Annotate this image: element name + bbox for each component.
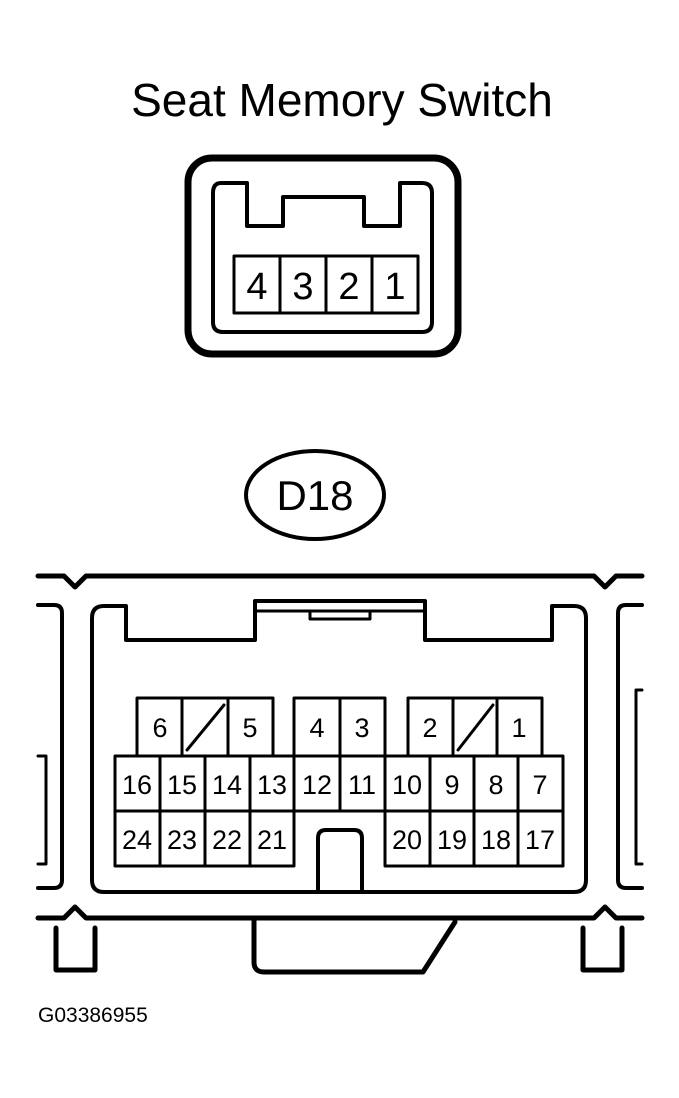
switch-pin-label: 3 — [292, 266, 313, 308]
d18-connector: 6 5 4 3 2 1 16 15 14 13 12 11 10 9 8 7 2… — [35, 573, 645, 975]
pin-label: 9 — [444, 770, 459, 800]
pin-label: 23 — [167, 825, 197, 855]
switch-housing-outer — [184, 154, 462, 358]
pin-label: 22 — [212, 825, 242, 855]
pin-label: 10 — [392, 770, 422, 800]
pin-label: 13 — [257, 770, 287, 800]
pin-label: 19 — [437, 825, 467, 855]
d18-right-bracket — [616, 603, 644, 890]
d18-left-bracket — [36, 603, 64, 890]
pin-label: 4 — [309, 713, 324, 743]
d18-connector-label: D18 — [244, 449, 386, 541]
empty-pin-slash — [456, 703, 495, 752]
seat-memory-switch-connector: 4 3 2 1 — [184, 154, 462, 358]
pin-label: 2 — [422, 713, 437, 743]
pin-label: 17 — [525, 825, 555, 855]
connector-id-text: D18 — [276, 472, 353, 519]
d18-pin-labels: 6 5 4 3 2 1 16 15 14 13 12 11 10 9 8 7 2… — [122, 713, 555, 855]
pin-label: 6 — [152, 713, 167, 743]
pin-label: 16 — [122, 770, 152, 800]
pin-label: 1 — [511, 713, 526, 743]
d18-inner-housing — [90, 599, 588, 894]
d18-top-rail — [35, 573, 645, 590]
pin-label: 8 — [488, 770, 503, 800]
pin-label: 21 — [257, 825, 287, 855]
pin-label: 18 — [481, 825, 511, 855]
pin-label: 20 — [392, 825, 422, 855]
d18-right-leg — [580, 925, 625, 973]
pin-label: 11 — [348, 770, 376, 800]
connector-id-ellipse — [244, 449, 386, 541]
d18-latch-tab — [308, 609, 372, 621]
d18-right-bracket — [634, 688, 644, 866]
switch-pin-label: 4 — [246, 266, 267, 308]
d18-left-leg — [53, 925, 98, 973]
d18-key-slot — [316, 828, 364, 894]
pin-label: 14 — [212, 770, 242, 800]
pin-label: 5 — [242, 713, 257, 743]
pin-label: 3 — [354, 713, 369, 743]
switch-pin-label: 2 — [338, 266, 359, 308]
empty-pin-slash — [185, 703, 226, 752]
d18-left-bracket — [36, 754, 48, 866]
pin-label: 7 — [532, 770, 547, 800]
diagram-title: Seat Memory Switch — [131, 74, 553, 126]
switch-housing-inner — [211, 181, 434, 334]
figure-code: G03386955 — [38, 1004, 148, 1027]
d18-pin-grid — [113, 696, 565, 894]
pin-label: 12 — [302, 770, 332, 800]
d18-bottom-tab — [251, 915, 458, 975]
pin-label: 24 — [122, 825, 152, 855]
switch-pin-label: 1 — [384, 266, 405, 308]
d18-bottom-rail — [35, 904, 645, 921]
pin-label: 15 — [167, 770, 197, 800]
